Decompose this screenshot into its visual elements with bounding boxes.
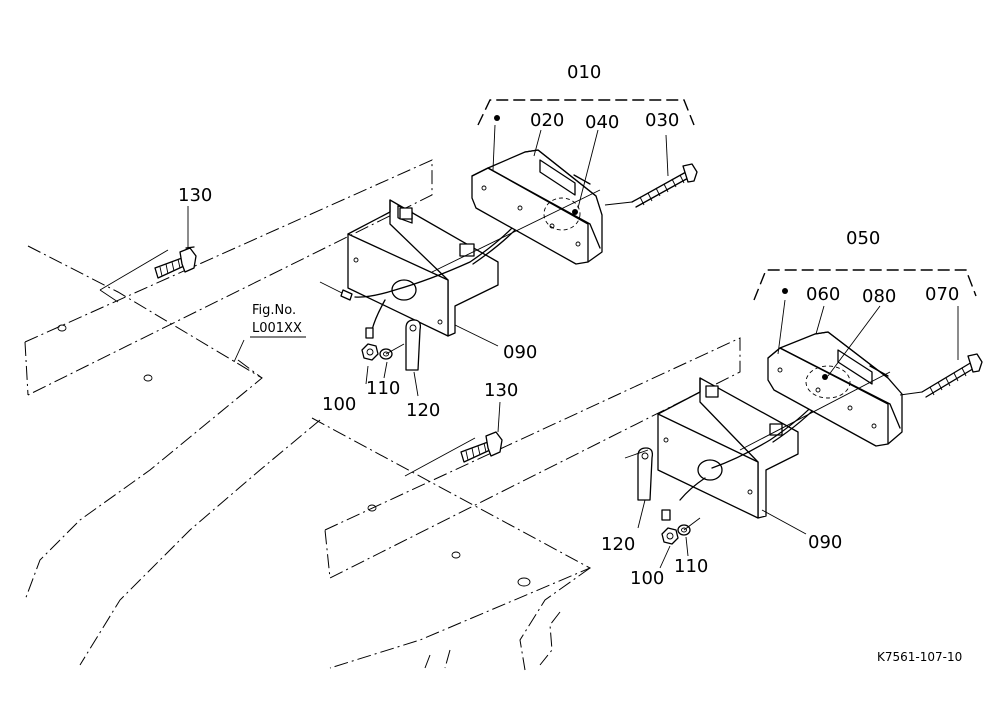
bracket-090-lower bbox=[657, 377, 799, 519]
callout-labels: 010 020 040 030 130 090 100 110 120 130 … bbox=[178, 62, 959, 589]
callout-050: 050 bbox=[846, 228, 880, 249]
callout-090-lower: 090 bbox=[808, 532, 842, 553]
chassis-phantom bbox=[24, 159, 741, 671]
callout-100-lower: 100 bbox=[630, 568, 664, 589]
callout-120-upper: 120 bbox=[406, 400, 440, 421]
callout-020: 020 bbox=[530, 110, 564, 131]
callout-130-lower: 130 bbox=[484, 380, 518, 401]
callout-090-upper: 090 bbox=[503, 342, 537, 363]
callout-030: 030 bbox=[645, 110, 679, 131]
bolt-130-upper bbox=[154, 246, 197, 279]
leader-lines bbox=[187, 124, 959, 569]
callout-120-lower: 120 bbox=[601, 534, 635, 555]
callout-040: 040 bbox=[585, 112, 619, 133]
callout-070: 070 bbox=[925, 284, 959, 305]
screw-030 bbox=[631, 163, 698, 208]
screw-070 bbox=[921, 353, 983, 398]
callout-010: 010 bbox=[567, 62, 601, 83]
group-bracket-050 bbox=[753, 269, 977, 301]
callout-080: 080 bbox=[862, 286, 896, 307]
bolt-130-lower bbox=[460, 431, 503, 463]
lamp-assembly-lower bbox=[460, 331, 983, 545]
figure-reference-label: Fig.No. bbox=[252, 303, 296, 318]
callout-100-upper: 100 bbox=[322, 394, 356, 415]
callout-110-lower: 110 bbox=[674, 556, 708, 577]
callout-060: 060 bbox=[806, 284, 840, 305]
lamp-assembly-upper bbox=[154, 149, 698, 371]
lamp-020 bbox=[471, 149, 603, 265]
drawing-code: K7561-107-10 bbox=[877, 650, 962, 664]
hardware-upper bbox=[361, 319, 422, 371]
figure-reference-number: L001XX bbox=[252, 321, 302, 336]
callout-130-upper: 130 bbox=[178, 185, 212, 206]
lamp-060 bbox=[767, 331, 903, 447]
bracket-090-upper bbox=[319, 199, 499, 337]
callout-110-upper: 110 bbox=[366, 378, 400, 399]
group-bracket-010 bbox=[477, 99, 695, 126]
figure-reference: Fig.No. L001XX bbox=[250, 303, 306, 338]
